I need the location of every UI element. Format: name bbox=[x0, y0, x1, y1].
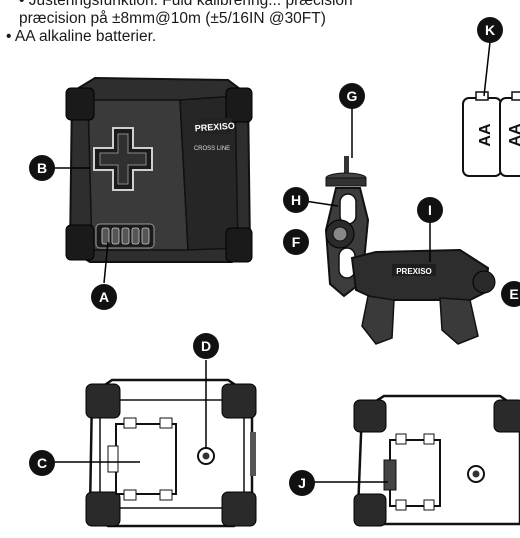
svg-text:B: B bbox=[37, 160, 47, 176]
callout-a: A bbox=[91, 284, 117, 310]
callout-d: D bbox=[193, 333, 219, 359]
svg-text:I: I bbox=[428, 202, 432, 218]
svg-text:G: G bbox=[347, 88, 358, 104]
svg-text:D: D bbox=[201, 338, 211, 354]
clamp-brand-logo: PREXISO bbox=[396, 267, 432, 276]
svg-text:J: J bbox=[298, 475, 306, 491]
model-label: CROSS LINE bbox=[194, 146, 230, 152]
callout-b: B bbox=[29, 155, 55, 181]
cut-text-line: • Justeringsfunktion: Fuld kalibrering..… bbox=[19, 0, 353, 9]
battery-label-2: AA bbox=[507, 123, 520, 147]
callout-markers: A B C D E F G H I J K bbox=[29, 17, 520, 496]
callout-h: H bbox=[283, 187, 309, 213]
battery-label: AA bbox=[477, 123, 494, 147]
clamp-bracket: PREXISO bbox=[297, 106, 496, 345]
svg-text:H: H bbox=[291, 192, 301, 208]
callout-g: G bbox=[339, 83, 365, 109]
laser-level-bottom bbox=[52, 360, 257, 528]
precision-text: præcision på ±8mm@10m (±5/16IN @30FT) bbox=[19, 10, 326, 27]
svg-text:E: E bbox=[509, 286, 518, 302]
callout-i: I bbox=[417, 197, 443, 223]
svg-text:K: K bbox=[485, 22, 495, 38]
callout-e: E bbox=[501, 281, 520, 307]
callout-f: F bbox=[283, 229, 309, 255]
callout-c: C bbox=[29, 450, 55, 476]
laser-level-front: PREXISO CROSS LINE bbox=[54, 76, 253, 284]
callout-k: K bbox=[477, 17, 503, 43]
laser-level-bottom-magnet bbox=[314, 394, 520, 527]
battery-text: • AA alkaline batterier. bbox=[6, 28, 157, 45]
svg-text:A: A bbox=[99, 289, 109, 305]
svg-text:C: C bbox=[37, 455, 47, 471]
callout-j: J bbox=[289, 470, 315, 496]
brand-logo: PREXISO bbox=[194, 121, 235, 134]
aa-batteries: AA AA bbox=[462, 41, 520, 177]
svg-text:F: F bbox=[292, 234, 301, 250]
